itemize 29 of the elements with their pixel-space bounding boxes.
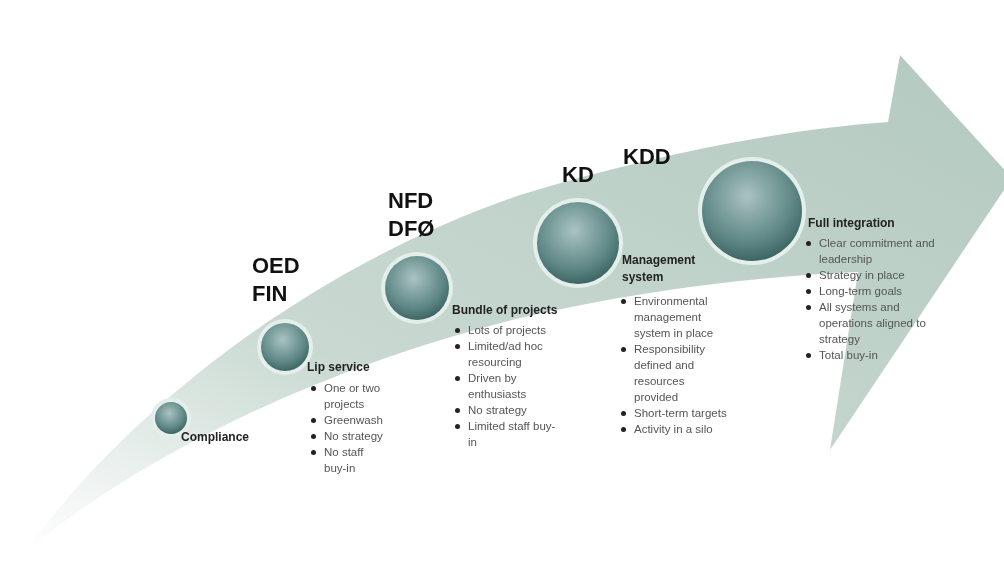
bullet-item: Limited staff buy-in xyxy=(452,418,557,450)
bullet-item: Long-term goals xyxy=(803,283,935,299)
bullet-item: Short-term targets xyxy=(618,405,730,421)
bullet-item: Environmental management system in place xyxy=(618,293,730,341)
stage-heading: Management system xyxy=(622,252,697,286)
bullet-item: Responsibility defined and resources provided xyxy=(618,341,730,405)
stage-code: NFD xyxy=(388,187,434,215)
stage-code: DFØ xyxy=(388,215,435,243)
bullet-item: Clear commitment and leadership xyxy=(803,235,935,267)
stage-code: KD xyxy=(562,161,594,189)
bullet-item: Activity in a silo xyxy=(618,421,730,437)
stage-heading: Full integration xyxy=(808,215,895,232)
bullet-item: Total buy-in xyxy=(803,347,935,363)
stage-heading: Compliance xyxy=(181,429,249,446)
stage-heading: Lip service xyxy=(307,359,370,376)
bullet-item: Limited/ad hoc resourcing xyxy=(452,338,557,370)
bullet-item: Greenwash xyxy=(308,412,388,428)
stage-code: OED xyxy=(252,252,300,280)
bullet-item: No strategy xyxy=(308,428,388,444)
bullet-item: All systems and operations aligned to strategy xyxy=(803,299,935,347)
bullet-item: Driven by enthusiasts xyxy=(452,370,557,402)
stage-code: FIN xyxy=(252,280,288,308)
bullet-item: No staff buy-in xyxy=(308,444,388,476)
bullet-item: Lots of projects xyxy=(452,322,557,338)
bullet-item: Strategy in place xyxy=(803,267,935,283)
stage-heading: Bundle of projects xyxy=(452,302,558,319)
bullet-item: No strategy xyxy=(452,402,557,418)
bullet-item: One or two projects xyxy=(308,380,388,412)
stage-code: KDD xyxy=(623,143,671,171)
